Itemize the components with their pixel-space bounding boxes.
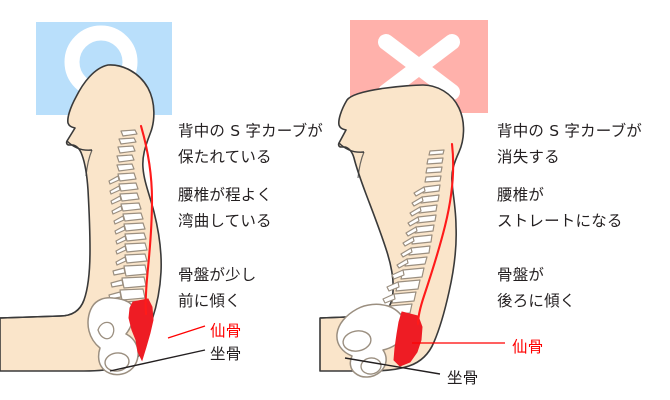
note-good-1: 背中の S 字カーブが 保たれている bbox=[178, 118, 323, 170]
note-bad-2: 腰椎が ストレートになる bbox=[497, 182, 623, 234]
note-good-2-line-1: 腰椎が程よく bbox=[178, 186, 273, 204]
note-bad-1-line-2: 消失する bbox=[497, 148, 560, 166]
spine-vertebrae-bad bbox=[377, 149, 445, 316]
sacrum-leader-line-good bbox=[167, 325, 206, 339]
sacrum-label-bad: 仙骨 bbox=[512, 338, 544, 356]
ischium-label-bad: 坐骨 bbox=[447, 369, 479, 387]
ischium-leader-line-bad bbox=[344, 357, 441, 375]
panel-good-posture bbox=[0, 22, 206, 376]
note-good-2: 腰椎が程よく 湾曲している bbox=[178, 182, 272, 234]
note-good-1-line-2: 保たれている bbox=[178, 148, 272, 166]
panel-bad-posture bbox=[319, 20, 505, 378]
note-bad-1: 背中の S 字カーブが 消失する bbox=[497, 118, 642, 170]
spine-vertebrae-good bbox=[106, 129, 148, 313]
spinal-cord-line-bad bbox=[416, 142, 455, 326]
pelvis-good bbox=[87, 297, 139, 376]
ischium-leader-line-good bbox=[109, 349, 206, 372]
note-good-3-line-1: 骨盤が少し bbox=[178, 266, 257, 284]
ischium-label-good: 坐骨 bbox=[210, 345, 242, 363]
note-bad-3-line-1: 骨盤が bbox=[497, 266, 545, 284]
note-bad-1-line-1: 背中の S 字カーブが bbox=[497, 122, 642, 140]
note-good-1-line-1: 背中の S 字カーブが bbox=[178, 122, 323, 140]
note-bad-2-line-1: 腰椎が bbox=[497, 186, 545, 204]
note-bad-3: 骨盤が 後ろに傾く bbox=[497, 262, 576, 314]
note-good-2-line-2: 湾曲している bbox=[178, 212, 272, 230]
sacrum-label-good: 仙骨 bbox=[210, 322, 242, 340]
sacrum-bad bbox=[393, 311, 423, 367]
note-bad-2-line-2: ストレートになる bbox=[497, 212, 623, 230]
spinal-cord-line-good bbox=[139, 124, 154, 316]
note-bad-3-line-2: 後ろに傾く bbox=[497, 292, 576, 310]
note-good-3-line-2: 前に傾く bbox=[178, 292, 241, 310]
note-good-3: 骨盤が少し 前に傾く bbox=[178, 262, 257, 314]
